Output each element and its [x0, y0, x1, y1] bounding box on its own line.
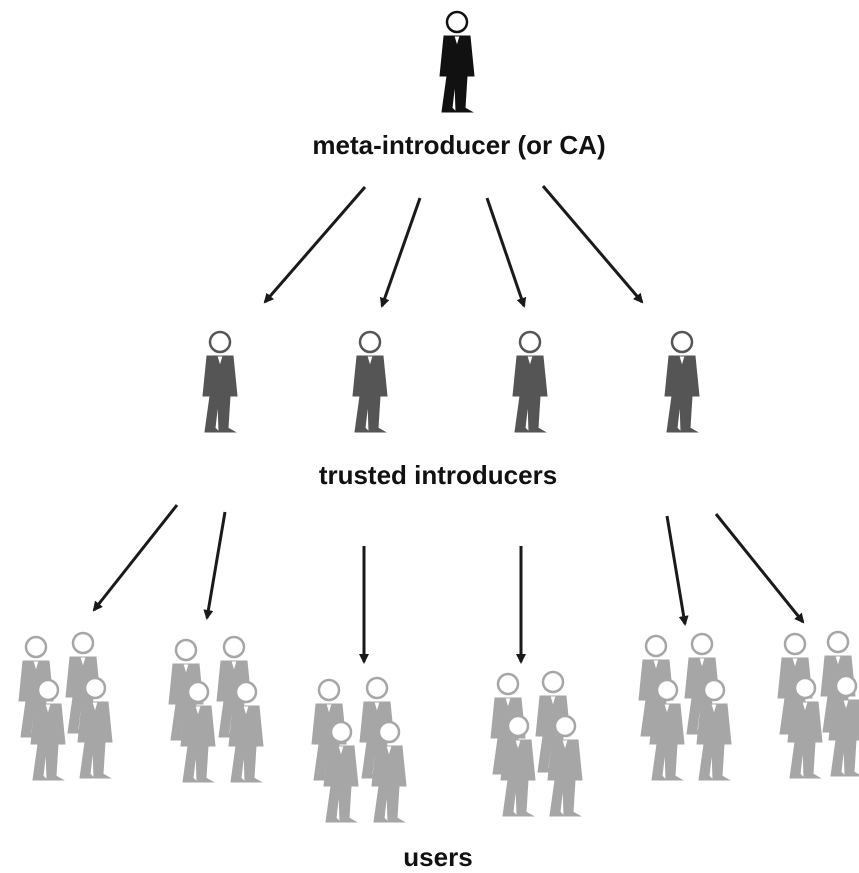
arrow-meta-to-introducer-2: [379, 197, 422, 308]
arrow-to-users-2: [203, 511, 227, 620]
arrow-meta-to-introducer-1: [263, 186, 367, 304]
arrow-to-users-5: [665, 515, 689, 626]
meta-introducer-figure: [438, 10, 476, 114]
arrow-to-users-6: [714, 513, 805, 624]
meta-introducer-label: meta-introducer (or CA): [312, 130, 606, 160]
user-cluster-3: [310, 676, 408, 824]
user-cluster-1: [17, 631, 114, 782]
user-cluster-6: [776, 630, 859, 780]
user-cluster-2: [167, 635, 265, 784]
user-cluster-4: [489, 670, 584, 818]
introducer-figure-1: [201, 330, 239, 434]
trusted-introducers-label: trusted introducers: [318, 460, 558, 490]
arrow-meta-to-introducer-3: [485, 197, 527, 308]
trusted-introducers-group: [201, 330, 701, 434]
users-label: users: [403, 842, 473, 872]
introducer-figure-2: [351, 330, 389, 434]
meta-arrows: [263, 185, 644, 308]
introducer-arrows: [92, 504, 805, 664]
users-group: [17, 630, 859, 824]
arrow-meta-to-introducer-4: [541, 185, 644, 304]
introducer-figure-4: [663, 330, 701, 434]
arrow-to-users-1: [92, 504, 179, 612]
user-cluster-5: [637, 632, 733, 782]
introducer-figure-3: [511, 330, 549, 434]
